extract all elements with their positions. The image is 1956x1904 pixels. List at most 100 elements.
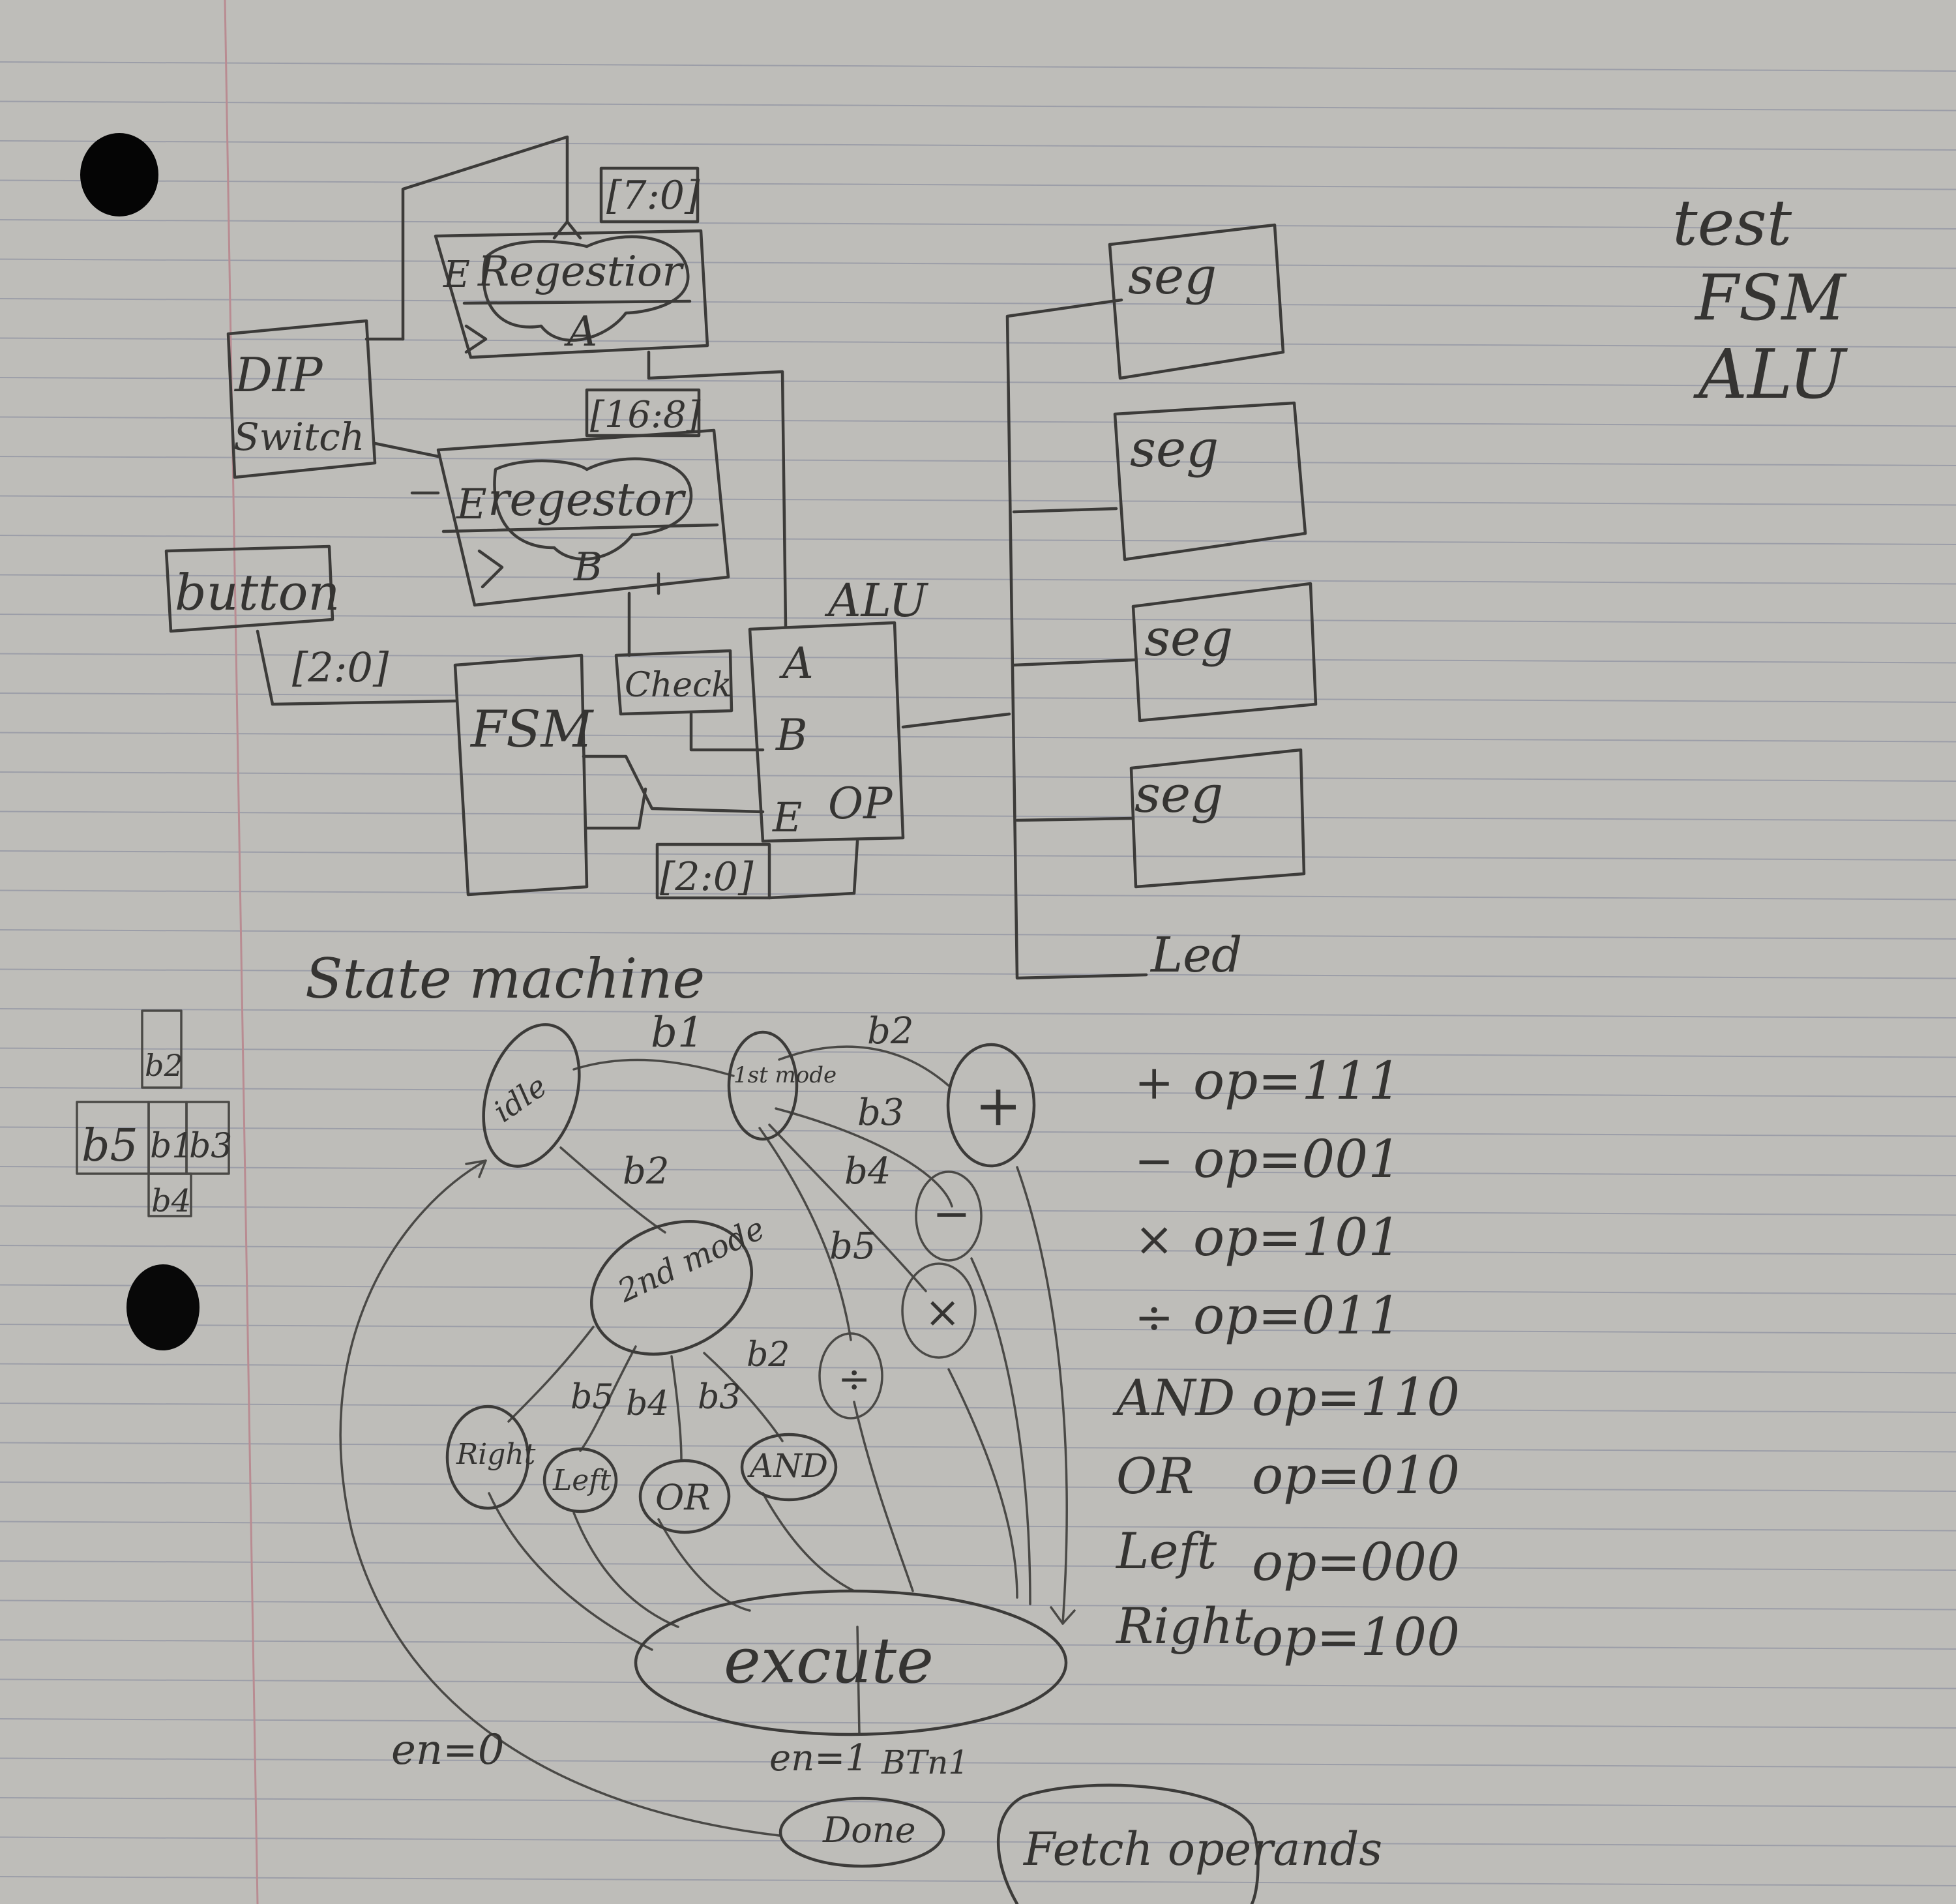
alu-input-e: E bbox=[772, 794, 802, 841]
state-done: Done bbox=[778, 1796, 945, 1868]
label-b2-low: b2 bbox=[747, 1335, 790, 1375]
state-times: × bbox=[901, 1262, 977, 1359]
state-left-label: Left bbox=[552, 1464, 612, 1497]
opcode-symbol: + bbox=[1134, 1055, 1174, 1110]
alu-input-b: B bbox=[775, 710, 808, 760]
output-bus bbox=[1005, 298, 1148, 980]
opcode-value: op=010 bbox=[1252, 1445, 1460, 1506]
edge-first-to-minus bbox=[775, 1107, 953, 1208]
state-left: Left bbox=[542, 1447, 618, 1513]
register-a-bus: [7:0] bbox=[606, 173, 700, 218]
seg-4-label: seg bbox=[1134, 766, 1223, 824]
opcode-symbol: − bbox=[1134, 1133, 1174, 1188]
label-b3-low: b3 bbox=[698, 1378, 741, 1417]
seg-2-label: seg bbox=[1130, 420, 1219, 479]
opcode-value: op=110 bbox=[1252, 1367, 1460, 1427]
opcode-symbol: OR bbox=[1116, 1447, 1194, 1505]
check-block: Check bbox=[614, 649, 734, 716]
label-b4-low: b4 bbox=[626, 1384, 669, 1423]
alu-input-a: A bbox=[778, 638, 814, 689]
button-pad-center: b1 bbox=[150, 1127, 193, 1166]
register-a-sub: A bbox=[564, 308, 597, 356]
dip-switch-line2: Switch bbox=[233, 415, 364, 459]
opcode-value: op=000 bbox=[1252, 1532, 1460, 1592]
opcode-row: −op=001 bbox=[1134, 1129, 1401, 1189]
edge-first-to-divide bbox=[758, 1127, 852, 1341]
opcode-symbol: Left bbox=[1115, 1522, 1217, 1580]
opcode-value: op=001 bbox=[1193, 1129, 1401, 1189]
edge-minus-to-execute bbox=[970, 1257, 1031, 1605]
alu-op-bus: [2:0] bbox=[660, 854, 754, 900]
button-bus: [2:0] bbox=[292, 644, 389, 691]
fsm-to-alu-op-wire bbox=[767, 839, 859, 900]
notes-line-3: ALU bbox=[1693, 335, 1848, 414]
alu-input-op: OP bbox=[828, 779, 893, 829]
button-to-fsm-wire bbox=[256, 629, 458, 706]
state-execute-label: excute bbox=[724, 1624, 934, 1697]
state-minus: − bbox=[915, 1170, 983, 1262]
state-first-mode-label: 1st mode bbox=[734, 1062, 837, 1088]
led-label: Led bbox=[1149, 927, 1242, 983]
feedback-wire bbox=[401, 135, 569, 341]
opcode-row: AND op=110 bbox=[1112, 1367, 1460, 1427]
opcode-symbol: × bbox=[1134, 1212, 1174, 1266]
alu-title: ALU bbox=[824, 574, 928, 627]
dip-switch-block: DIP Switch bbox=[226, 319, 377, 479]
ruled-lines bbox=[0, 61, 1956, 1886]
opcode-value: op=101 bbox=[1193, 1207, 1401, 1268]
register-b-enable: E bbox=[456, 481, 487, 529]
feedback-arrow bbox=[552, 220, 582, 240]
label-b3-top: b3 bbox=[857, 1092, 904, 1134]
button-label: button bbox=[175, 563, 340, 621]
seg-block-3: seg bbox=[1012, 582, 1318, 722]
seg-block-4: seg bbox=[1015, 748, 1306, 889]
register-a-to-alu-wire bbox=[647, 350, 788, 628]
button-pad-right: b3 bbox=[189, 1127, 232, 1166]
alu-block: ALU A B E OP [2:0] bbox=[655, 574, 928, 900]
state-execute: excute bbox=[634, 1589, 1068, 1736]
fsm-to-alu-enable-wire bbox=[582, 754, 765, 814]
state-times-label: × bbox=[925, 1287, 960, 1337]
button-pad-left: b5 bbox=[82, 1120, 138, 1172]
opcode-row: ÷op=011 bbox=[1134, 1285, 1401, 1346]
seg-1-label: seg bbox=[1128, 247, 1217, 306]
label-b4-top: b4 bbox=[844, 1150, 891, 1193]
dip-switch-line1: DIP bbox=[233, 348, 323, 402]
edge-second-to-or bbox=[670, 1355, 683, 1462]
state-minus-label: − bbox=[932, 1187, 971, 1240]
button-pad: b2 b5 b1 b3 b4 bbox=[76, 1009, 232, 1219]
binder-hole-middle bbox=[126, 1264, 200, 1350]
notes-block: test FSM ALU bbox=[1672, 186, 1848, 414]
fsm-label: FSM bbox=[469, 700, 595, 759]
button-block: button [2:0] bbox=[164, 544, 389, 691]
state-divide: ÷ bbox=[818, 1332, 883, 1420]
label-btn1: BTn1 bbox=[881, 1744, 969, 1781]
seg-block-2: seg bbox=[1012, 401, 1307, 561]
label-b5-low: b5 bbox=[570, 1378, 614, 1417]
register-a-enable: E bbox=[443, 254, 470, 296]
register-a-block: Regestior A E [7:0] bbox=[434, 166, 709, 359]
state-fetch: Fetch operands bbox=[996, 1783, 1382, 1904]
register-b-block: regestor B E [16:8] bbox=[436, 388, 730, 607]
notes-line-1: test bbox=[1672, 186, 1792, 260]
seg-3-label: seg bbox=[1144, 609, 1233, 668]
edge-idle-to-first bbox=[572, 1058, 735, 1077]
edge-divide-to-execute bbox=[853, 1401, 914, 1592]
state-plus-label: + bbox=[975, 1073, 1022, 1138]
edge-or-to-execute bbox=[657, 1518, 751, 1612]
state-right: Right bbox=[445, 1405, 536, 1510]
button-pad-up: b2 bbox=[145, 1048, 183, 1083]
edge-and-to-execute bbox=[762, 1492, 855, 1592]
edge-first-to-plus bbox=[778, 1045, 950, 1087]
register-b-label: regestor bbox=[488, 473, 686, 526]
state-and: AND bbox=[740, 1433, 838, 1502]
state-machine-title: State machine bbox=[305, 947, 705, 1011]
check-label: Check bbox=[625, 666, 732, 705]
opcode-value: op=011 bbox=[1193, 1285, 1401, 1346]
opcode-symbol: AND bbox=[1112, 1369, 1235, 1427]
label-b1: b1 bbox=[651, 1009, 704, 1057]
label-b5-top: b5 bbox=[829, 1225, 876, 1268]
edge-first-to-times bbox=[768, 1123, 927, 1292]
